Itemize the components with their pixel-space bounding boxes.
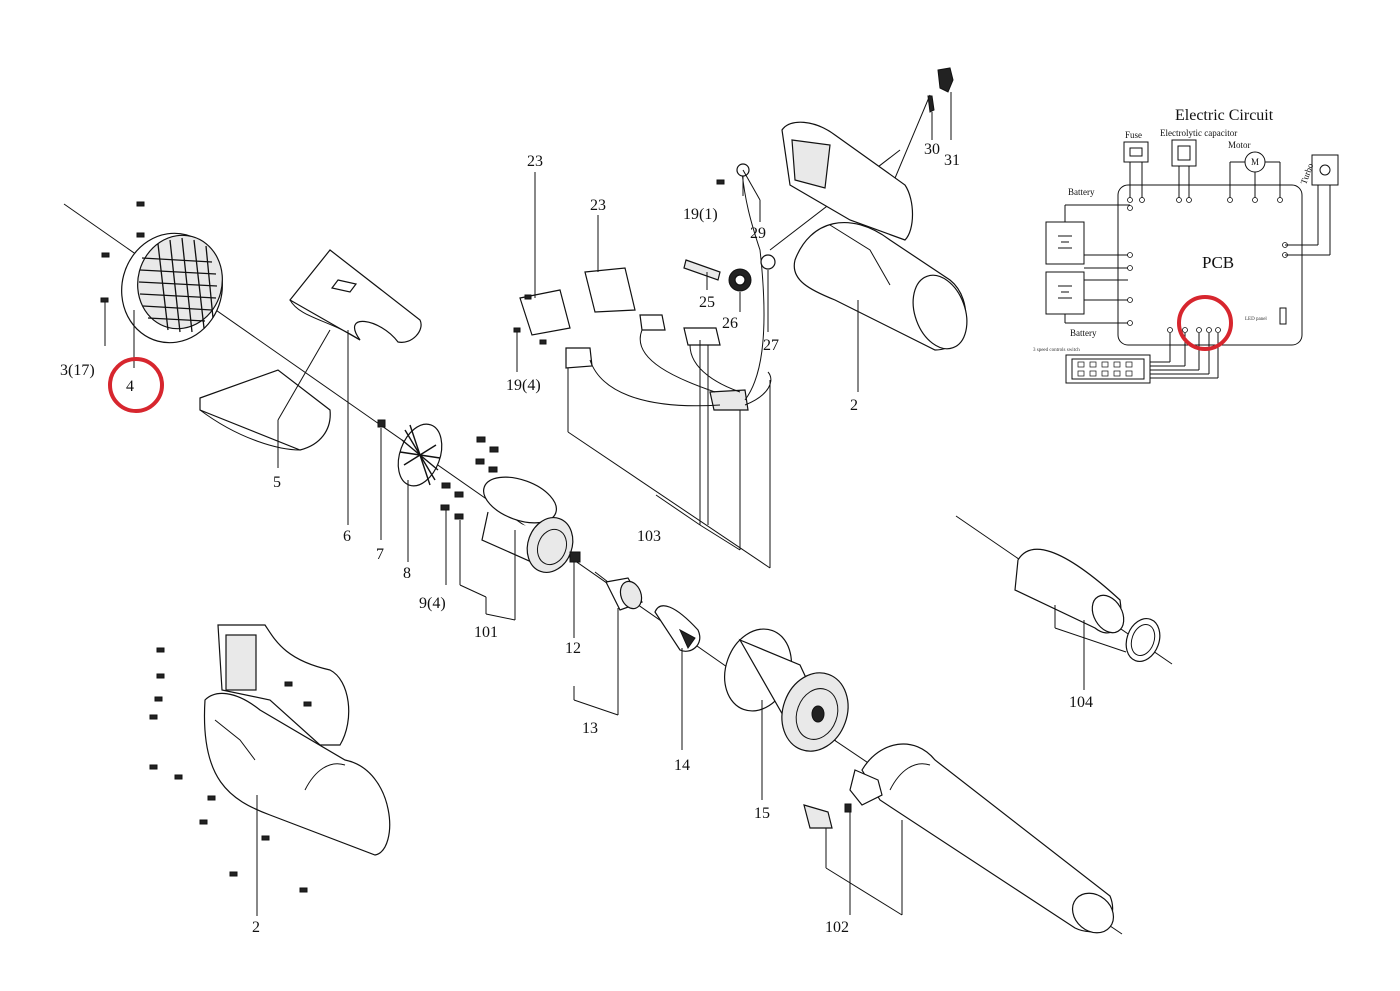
capacitor-label: Electrolytic capacitor xyxy=(1160,128,1237,138)
label-6: 6 xyxy=(343,528,351,545)
label-31: 31 xyxy=(944,152,960,169)
label-103: 103 xyxy=(637,528,661,545)
label-4: 4 xyxy=(126,378,134,395)
pcb-label: PCB xyxy=(1202,253,1234,272)
axis-lines xyxy=(63,94,1173,935)
part-9-screws xyxy=(440,436,499,598)
label-19-1: 19(1) xyxy=(683,206,718,223)
part-103-wiring xyxy=(565,171,772,569)
turbo-label: Turbo xyxy=(1298,161,1315,185)
part-6-upper-duct xyxy=(289,249,422,525)
label-7: 7 xyxy=(376,546,384,563)
highlight-circle-part-4 xyxy=(108,357,164,413)
parts-25-26-27-29 xyxy=(683,163,776,332)
label-15: 15 xyxy=(754,805,770,822)
part-14-nose-cone xyxy=(654,605,701,750)
fuse-label: Fuse xyxy=(1125,130,1142,140)
label-13: 13 xyxy=(582,720,598,737)
speed-switch-label: 3 speed controls switch xyxy=(1033,348,1080,353)
label-12: 12 xyxy=(565,640,581,657)
label-2-top: 2 xyxy=(850,397,858,414)
label-102: 102 xyxy=(825,919,849,936)
battery-bottom-label: Battery xyxy=(1070,328,1097,338)
part-102-clip xyxy=(803,769,903,916)
label-19-4: 19(4) xyxy=(506,377,541,394)
part-7-nut xyxy=(377,419,386,540)
label-29: 29 xyxy=(750,225,766,242)
label-8: 8 xyxy=(403,565,411,582)
electric-circuit: Electric Circuit PCB Fuse Electrolytic c… xyxy=(1033,107,1339,384)
led-panel-label: LED panel xyxy=(1245,317,1267,322)
part-labels: 3(17) 4 5 6 7 8 9(4) 101 12 13 14 15 102… xyxy=(60,141,1093,936)
label-27: 27 xyxy=(763,337,779,354)
label-101: 101 xyxy=(474,624,498,641)
label-3-17: 3(17) xyxy=(60,362,95,379)
label-2-bottom: 2 xyxy=(252,919,260,936)
part-104-extension xyxy=(1014,548,1161,690)
label-30: 30 xyxy=(924,141,940,158)
nozzle-tube xyxy=(861,743,1115,934)
label-9-4: 9(4) xyxy=(419,595,446,612)
battery-top-label: Battery xyxy=(1068,187,1095,197)
circuit-title: Electric Circuit xyxy=(1175,107,1274,124)
part-2-housing-right xyxy=(781,121,968,392)
label-104: 104 xyxy=(1069,694,1093,711)
label-25: 25 xyxy=(699,294,715,311)
part-13-motor xyxy=(573,571,643,716)
part-12-nut xyxy=(569,551,581,638)
part-15-fan-housing xyxy=(724,628,849,800)
part-8-fan xyxy=(397,423,443,562)
part-101-inlet-ring xyxy=(481,476,574,621)
part-2-housing-left xyxy=(149,624,391,916)
part-4-grille-cover xyxy=(100,201,223,368)
label-5: 5 xyxy=(273,474,281,491)
label-23-right: 23 xyxy=(590,197,606,214)
label-26: 26 xyxy=(722,315,738,332)
motor-symbol: M xyxy=(1251,157,1259,167)
label-14: 14 xyxy=(674,757,690,774)
part-30-31-trigger xyxy=(927,67,954,140)
highlight-circle-circuit xyxy=(1177,295,1233,351)
label-23-left: 23 xyxy=(527,153,543,170)
part-23-switch-brackets xyxy=(513,172,636,372)
part-5-lower-duct xyxy=(199,329,331,468)
motor-label: Motor xyxy=(1228,140,1251,150)
